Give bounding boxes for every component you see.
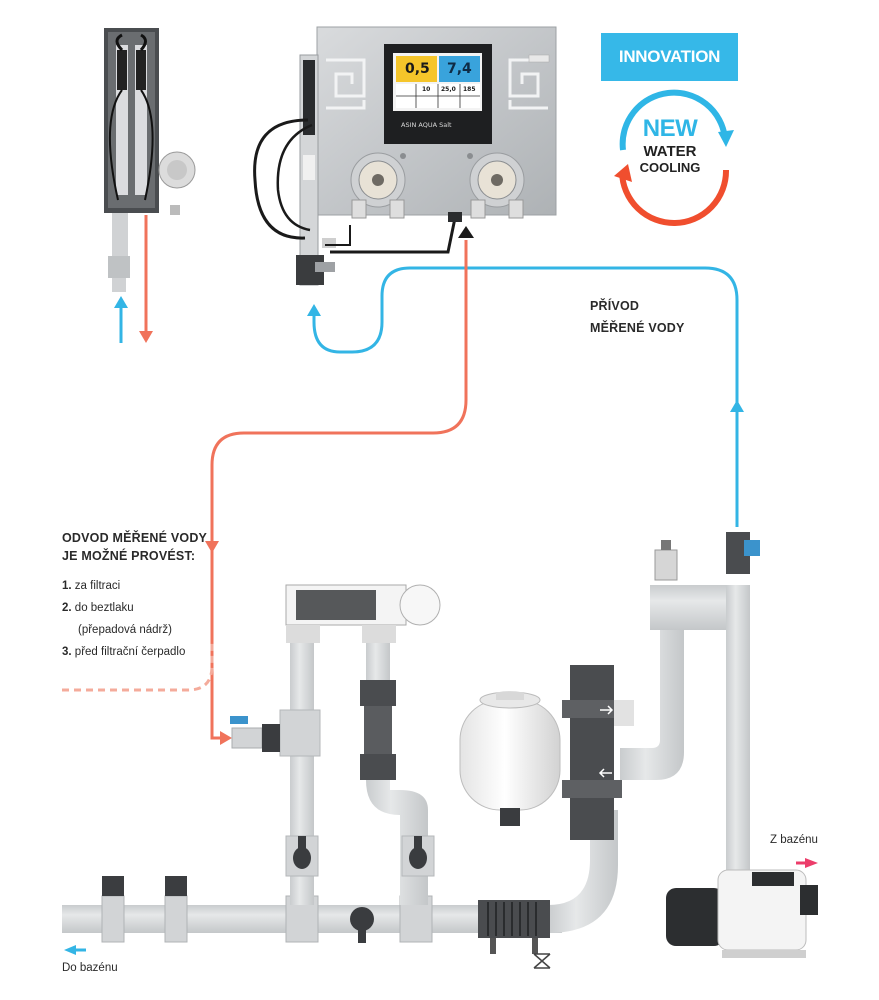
sand-filter <box>459 691 561 826</box>
outflow-label-line1: ODVOD MĚŘENÉ VODY <box>62 531 208 545</box>
heat-exchanger <box>478 900 550 954</box>
option-1-number: 1. <box>62 580 72 592</box>
salt-electrolysis-cell <box>285 584 441 643</box>
to-pool-arrow <box>64 945 76 955</box>
cooling-arrow-blue-head <box>718 130 734 147</box>
inflow-line <box>312 266 739 527</box>
sampling-valve <box>230 716 280 752</box>
screen-cell-2: 25,0 <box>441 86 456 93</box>
probe-panel-flow-arrows <box>114 215 153 343</box>
alt-outflow-dashed <box>62 640 214 692</box>
cooling-arrow-red-head <box>614 164 632 182</box>
from-pool-arrow <box>805 858 818 868</box>
option-1: 1. za filtraci <box>62 576 120 596</box>
inflow-label-line2: MĚŘENÉ VODY <box>590 321 685 335</box>
screen-cell-3: 185 <box>463 86 476 93</box>
option-3-text: před filtrační čerpadlo <box>74 646 186 658</box>
pressure-sensor <box>654 540 678 581</box>
screen-cell-1: 10 <box>422 86 431 93</box>
to-pool-label: Do bazénu <box>62 962 118 974</box>
controller-unit <box>316 26 557 216</box>
option-1-text: za filtraci <box>74 580 121 592</box>
outflow-arrow-down <box>205 541 219 553</box>
probe-panel <box>104 28 196 292</box>
logo-new: NEW <box>642 115 698 142</box>
peristaltic-pump-right <box>469 152 525 219</box>
circulation-pump <box>666 869 818 958</box>
outflow-label-line2: JE MOŽNÉ PROVÉST: <box>62 549 196 563</box>
cooling-arrow-blue <box>619 89 728 151</box>
cooling-arrow-red <box>619 169 730 226</box>
logo-water: WATER <box>643 143 697 160</box>
riser-pipes <box>279 640 435 905</box>
ph-reading: 7,4 <box>447 61 472 77</box>
multiport-valve <box>562 665 634 840</box>
innovation-badge: INNOVATION <box>601 33 738 81</box>
option-3-number: 3. <box>62 646 72 658</box>
inflow-label-line1: PŘÍVOD <box>590 299 640 313</box>
outflow-line <box>210 240 468 740</box>
option-2-number: 2. <box>62 602 72 614</box>
controller-brand: ASIN AQUA Salt <box>401 121 452 129</box>
drain-valve <box>533 953 551 969</box>
from-pool-label: Z bazénu <box>770 834 818 846</box>
tap-valve <box>726 532 760 574</box>
logo-cooling: COOLING <box>639 160 701 175</box>
option-2: 2. do beztlaku <box>62 598 134 618</box>
inflow-arrow-up <box>730 400 744 412</box>
chlorine-reading: 0,5 <box>405 61 430 77</box>
controller-outlet-arrow <box>458 226 474 238</box>
peristaltic-pump-left <box>350 152 406 219</box>
check-valve <box>360 680 396 780</box>
inflow-arrow-probe <box>307 304 321 316</box>
outflow-arrow-valve <box>220 731 232 745</box>
option-3: 3. před filtrační čerpadlo <box>62 642 185 662</box>
return-pipe <box>620 585 750 885</box>
option-2-note: (přepadová nádrž) <box>78 624 172 636</box>
option-2-text: do beztlaku <box>74 602 134 614</box>
probe-holder <box>253 54 462 286</box>
